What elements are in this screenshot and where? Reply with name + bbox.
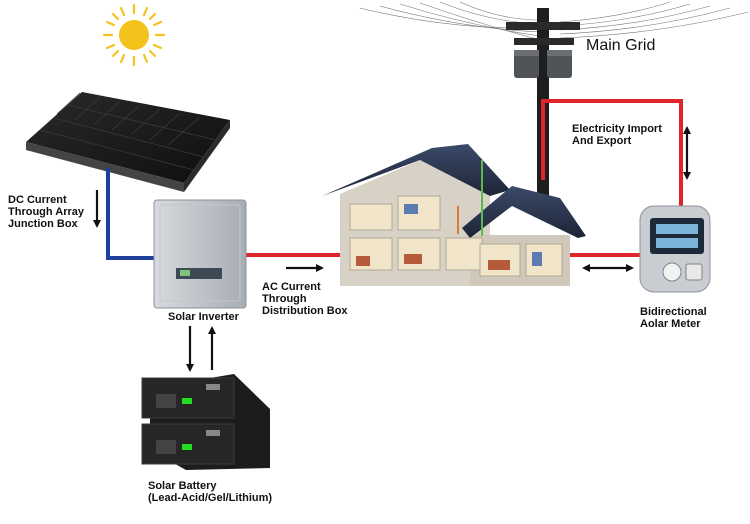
house-icon <box>322 144 586 286</box>
ac-current-label: AC Current Through Distribution Box <box>262 281 348 317</box>
solar-battery-label: Solar Battery (Lead-Acid/Gel/Lithium) <box>148 480 273 504</box>
sun-icon <box>102 3 166 67</box>
main-grid-label: Main Grid <box>586 37 656 54</box>
flow-arrows <box>93 126 691 372</box>
solar-inverter-label: Solar Inverter <box>168 311 239 323</box>
solar-battery-icon <box>141 374 270 470</box>
solar-inverter-icon <box>153 199 247 309</box>
ac-wire <box>245 99 683 257</box>
bidirectional-meter-icon <box>639 205 711 293</box>
electricity-import-export-label: Electricity Import And Export <box>572 123 662 147</box>
meter-label: Bidirectional Aolar Meter <box>640 306 707 330</box>
power-wires <box>359 1 749 41</box>
solar-panel-icon <box>26 92 230 192</box>
dc-wire <box>106 168 156 260</box>
dc-current-label: DC Current Through Array Junction Box <box>8 194 84 230</box>
